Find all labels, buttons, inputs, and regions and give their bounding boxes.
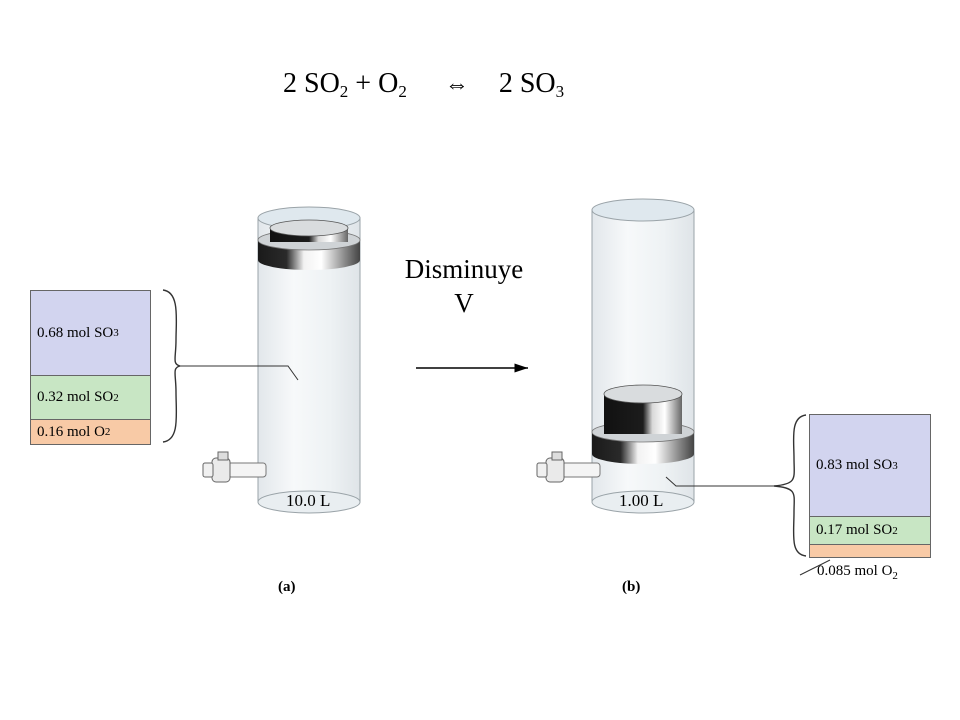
cylinder-b bbox=[536, 198, 831, 576]
so3-label-b: 0.83 mol SO bbox=[816, 457, 893, 473]
cylinder-a bbox=[162, 206, 361, 514]
o2-label-b-outside: 0.085 mol O2 bbox=[817, 563, 898, 582]
condition-line-2: V bbox=[454, 288, 474, 318]
panel-label-b: (b) bbox=[622, 579, 641, 595]
valve-b-icon bbox=[536, 451, 601, 483]
valve-a-icon bbox=[202, 451, 267, 483]
so3-sub-b: 3 bbox=[892, 459, 898, 472]
so2-label-a: 0.32 mol SO bbox=[37, 389, 114, 405]
piston-b bbox=[591, 384, 695, 464]
equation-product-so3: 2 SO bbox=[498, 68, 556, 99]
equation-sub-o2: 2 bbox=[398, 82, 407, 101]
so2-label-b: 0.17 mol SO bbox=[816, 522, 893, 538]
equilibrium-arrow-icon: ⇔ bbox=[444, 72, 469, 98]
volume-label-a: 10.0 L bbox=[286, 491, 331, 510]
so2-sub-b: 2 bbox=[892, 524, 898, 537]
so3-label-a: 0.68 mol SO bbox=[37, 324, 114, 341]
equation-sub-so2: 2 bbox=[339, 82, 349, 101]
volume-label-b: 1.00 L bbox=[619, 491, 664, 510]
piston-a bbox=[257, 219, 361, 270]
equation-sub-so3: 3 bbox=[555, 82, 565, 101]
o2-sub-b: 2 bbox=[892, 570, 898, 582]
o2-label-b: 0.085 mol O bbox=[817, 563, 893, 579]
o2-segment-b bbox=[810, 544, 930, 557]
o2-sub-a: 2 bbox=[104, 426, 111, 438]
condition-label: Disminuye V bbox=[392, 252, 536, 320]
equation-reactant-o2: + O bbox=[348, 68, 399, 99]
reaction-equation: 2 SO2 + O2⇔2 SO3 bbox=[283, 66, 564, 110]
condition-line-1: Disminuye bbox=[404, 254, 524, 284]
o2-label-a: 0.16 mol O bbox=[37, 423, 105, 440]
equation-reactant-so2: 2 SO bbox=[283, 68, 340, 99]
so3-sub-a: 3 bbox=[113, 327, 119, 339]
panel-label-a: (a) bbox=[278, 579, 296, 595]
so2-sub-a: 2 bbox=[113, 391, 119, 404]
